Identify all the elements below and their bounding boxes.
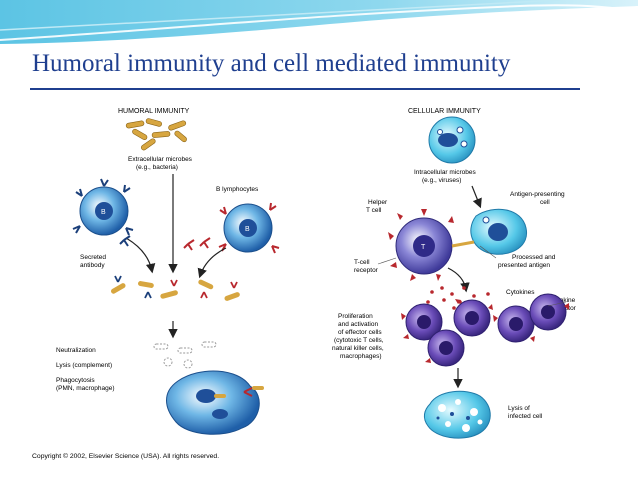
cellular-microbes-label: Intracellular microbes: [414, 169, 477, 176]
arrow-to-apc: [471, 185, 482, 209]
lysis-complement-label: Lysis (complement): [56, 362, 112, 369]
b-cell-left-label: B: [101, 209, 106, 216]
title-underline: [30, 88, 580, 90]
secreted-antibody-label-2: antibody: [80, 262, 105, 269]
antibody-coated-bacteria: [110, 275, 240, 301]
proliferation-label-4: (cytotoxic T cells,: [334, 337, 384, 344]
b-cell-right-label: B: [245, 226, 250, 233]
antigen-presenting-cell: [470, 208, 528, 255]
bacteria-cluster: [125, 118, 187, 151]
proliferation-label-6: macrophages): [340, 353, 382, 360]
processed-antigen-label: Processed and: [512, 254, 556, 261]
lysed-bacteria-fragments: [153, 341, 217, 369]
apc-label: Antigen-presenting: [510, 191, 565, 198]
b-lymphocytes-label: B lymphocytes: [216, 186, 259, 193]
secreted-antibodies: [119, 235, 211, 251]
immunity-diagram: HUMORAL IMMUNITY Extracellular microbes …: [28, 96, 606, 466]
proliferation-label-1: Proliferation: [338, 313, 373, 320]
copyright-notice: Copyright © 2002, Elsevier Science (USA)…: [32, 452, 219, 460]
tcr-connector: [451, 240, 475, 248]
cellular-microbes-example: (e.g., viruses): [422, 177, 461, 184]
lysis-infected-label: Lysis of: [508, 405, 530, 412]
phagocytosis-label: Phagocytosis: [56, 377, 95, 384]
cytokines-label: Cytokines: [506, 289, 535, 296]
b-cell-right: B: [218, 202, 280, 254]
neutralization-label: Neutralization: [56, 347, 96, 354]
humoral-microbes-example: (e.g., bacteria): [136, 164, 178, 171]
infected-cell-viruses: [428, 116, 476, 164]
effector-cells: [401, 293, 569, 367]
helper-t-cell: T: [388, 209, 454, 281]
proliferation-label-2: and activation: [338, 321, 378, 328]
humoral-microbes-label: Extracellular microbes: [128, 156, 193, 163]
slide-title: Humoral immunity and cell mediated immun…: [32, 50, 511, 77]
tcr-label: T-cell: [354, 259, 370, 266]
helper-t-cell-letter: T: [421, 244, 426, 251]
phagocytosis-label-2: (PMN, macrophage): [56, 385, 115, 392]
cellular-heading: CELLULAR IMMUNITY: [408, 108, 481, 115]
arrow-left-b-cell: [125, 237, 156, 274]
helper-t-cell-label-2: T cell: [366, 207, 382, 214]
helper-t-cell-label: Helper: [368, 199, 388, 206]
lysed-infected-cell: [423, 390, 491, 439]
arrow-right-b-cell: [197, 247, 227, 279]
cytokine-receptor-label: Cytokine: [550, 297, 576, 304]
proliferation-label-3: of effector cells: [338, 329, 382, 336]
b-cell-left: B: [72, 178, 134, 236]
tcr-label-2: receptor: [354, 267, 379, 274]
proliferation-label-5: natural killer cells,: [332, 345, 384, 352]
lysis-infected-label-2: infected cell: [508, 413, 543, 420]
apc-label-2: cell: [540, 199, 550, 206]
phagocyte-macrophage: [166, 370, 264, 435]
humoral-heading: HUMORAL IMMUNITY: [118, 108, 190, 115]
cytokine-dots: [426, 286, 490, 310]
header-wave-banner: [0, 0, 638, 44]
secreted-antibody-label: Secreted: [80, 254, 106, 261]
processed-antigen-label-2: presented antigen: [498, 262, 550, 269]
